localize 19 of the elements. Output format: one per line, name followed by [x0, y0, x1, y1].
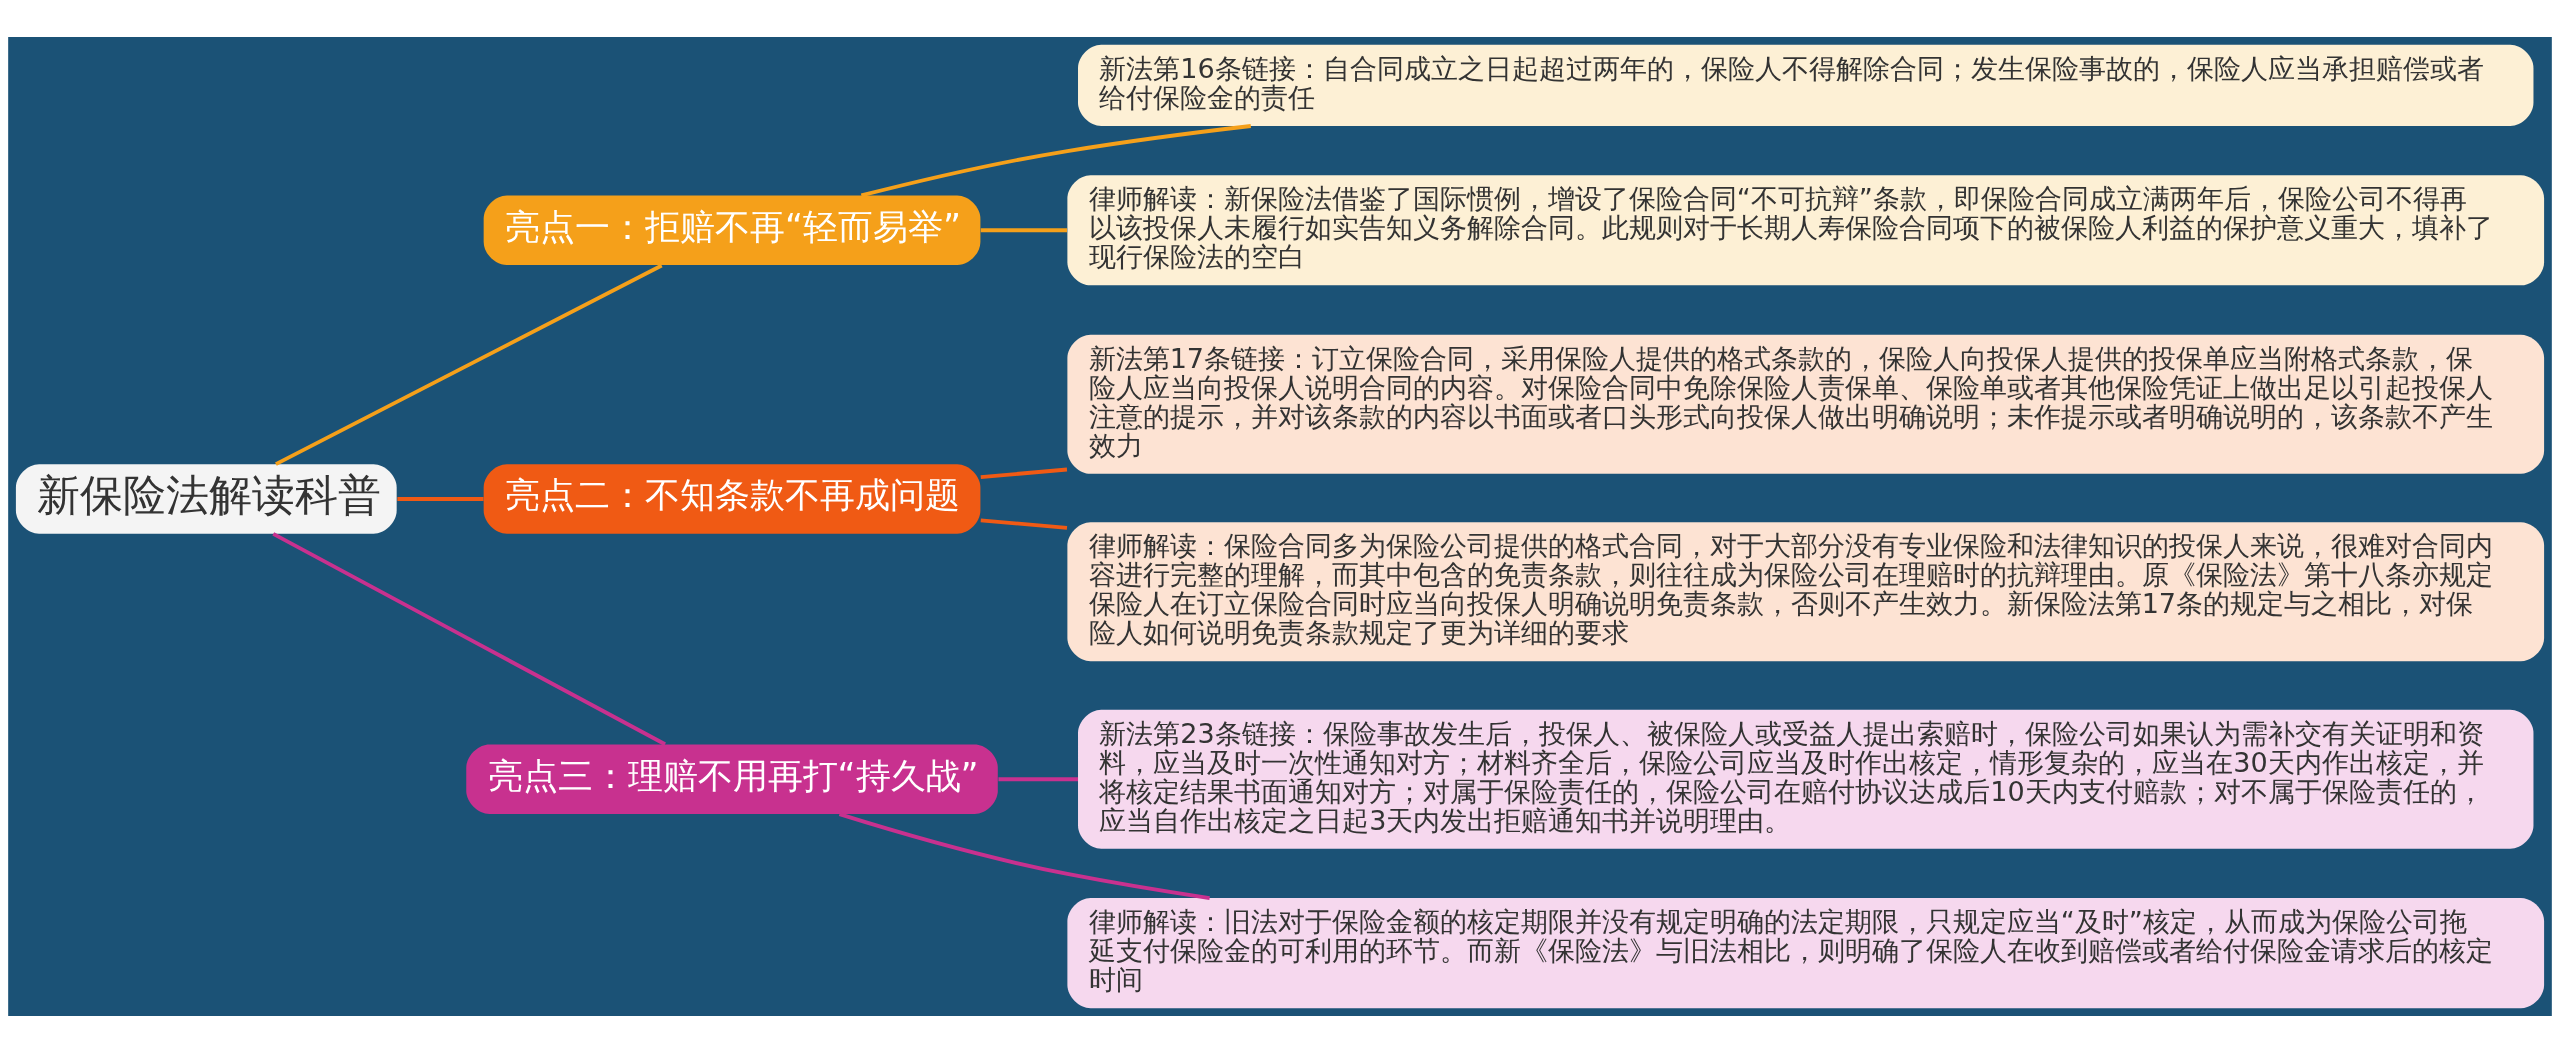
node-box: 新法第17条链接：订立保险合同，采用保险人提供的格式条款的，保险人向投保人提供的投保单应当附格式条款，保险人应当向投保人说明合同的内容。对保险合同中免除保险人责保单、保险单或者其他保险凭证上做出足以引起投保人注意的提示，并对该条款的内容以书面或者口头形式向投保人做出明确说明；未作提示或者明确说明的，该条款不产生效力	[1067, 334, 2545, 474]
connector	[275, 263, 663, 466]
connector	[860, 123, 1252, 197]
node-box: 新法第16条链接：自合同成立之日起超过两年的，保险人不得解除合同；发生保险事故的，保险人应当承担赔偿或者给付保险金的责任	[1078, 44, 2534, 126]
node-box: 亮点二：不知条款不再成问题	[483, 463, 981, 534]
node-box: 亮点三：理赔不用再打“持久战”	[466, 743, 998, 814]
connector	[980, 227, 1067, 232]
node-box: 新法第23条链接：保险事故发生后，投保人、被保险人或受益人提出索赔时，保险公司如果认为需补交有关证明和资料，应当及时一次性通知对方；材料齐全后，保险公司应当及时作出核定，情形复杂的，应当在30天内作出核定，并将核定结果书面通知对方；对属于保险责任的，保险公司在赔付协议达成后10天内支付赔款；对不属于保险责任的，应当自作出核定之日起3天内发出拒赔通知书并说明理由。	[1078, 709, 2534, 849]
connector	[980, 467, 1068, 479]
connector	[838, 811, 1210, 900]
node-box: 亮点一：拒赔不再“轻而易举”	[483, 195, 981, 265]
connector	[998, 776, 1078, 781]
node-box: 律师解读：旧法对于保险金额的核定期限并没有规定明确的法定期限，只规定应当“及时”核定，从而成为保险公司拖延支付保险金的可利用的环节。而新《保险法》与旧法相比，则明确了保险人在收到赔偿或者给付保险金请求后的核定时间	[1067, 897, 2545, 1008]
node-box: 律师解读：保险合同多为保险公司提供的格式合同，对于大部分没有专业保险和法律知识的投保人来说，很难对合同内容进行完整的理解，而其中包含的免责条款，则往往成为保险公司在理赔时的抗辩理由。原《保险法》第十八条亦规定保险人在订立保险合同时应当向投保人明确说明免责条款，否则不产生效力。新保险法第17条的规定与之相比，对保险人如何说明免责条款规定了更为详细的要求	[1067, 521, 2545, 661]
connector	[980, 517, 1068, 530]
connector	[397, 496, 484, 501]
node-box: 新保险法解读科普	[15, 463, 397, 534]
connector	[272, 531, 666, 746]
node-box: 律师解读：新保险法借鉴了国际惯例，增设了保险合同“不可抗辩”条款，即保险合同成立满两年后，保险公司不得再以该投保人未履行如实告知义务解除合同。此规则对于长期人寿保险合同项下的被保险人利益的保护意义重大，填补了现行保险法的空白	[1067, 174, 2545, 285]
